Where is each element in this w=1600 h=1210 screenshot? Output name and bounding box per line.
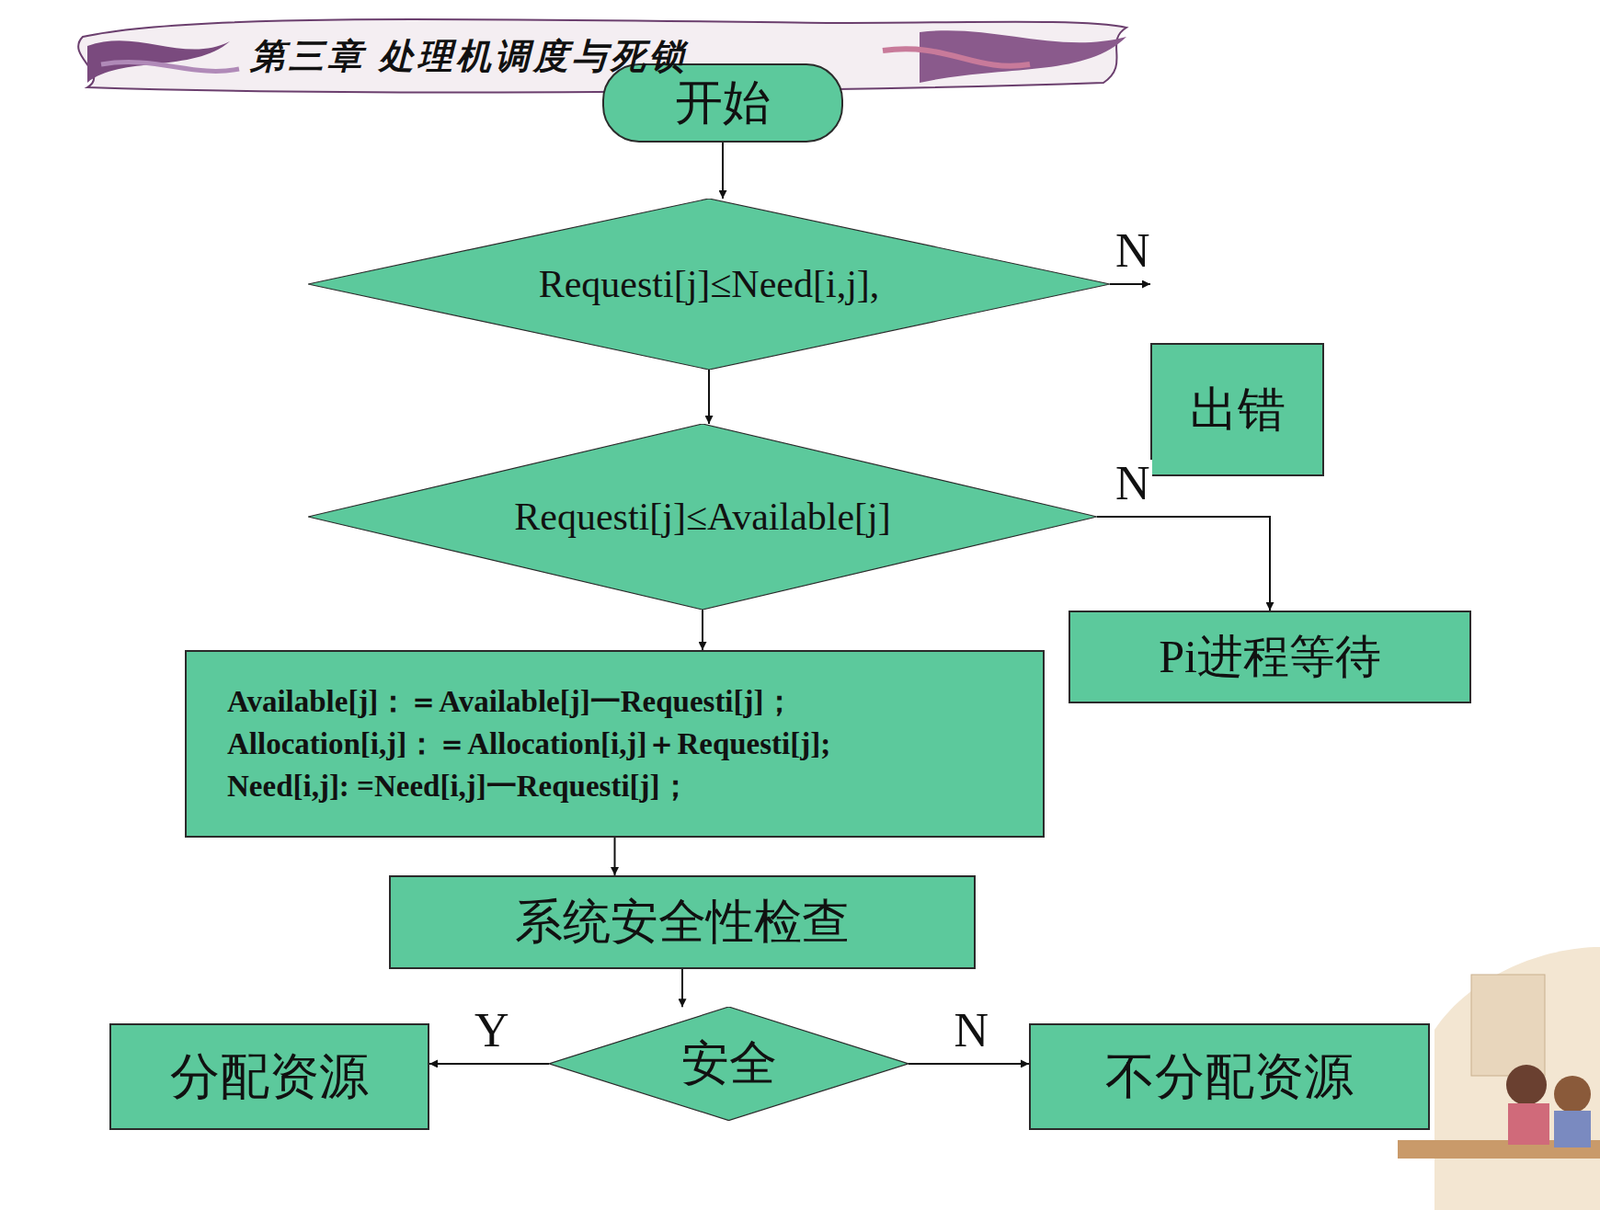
flow-arrow: [614, 837, 617, 876]
node-text: Allocation[i,j]：＝Allocation[i,j]＋Request…: [227, 722, 831, 766]
node-text: 安全: [681, 1036, 778, 1092]
result-box: 不分配资源: [1028, 1023, 1430, 1131]
process-box: Available[j]：＝Available[j]一Requesti[j]；A…: [184, 650, 1045, 838]
node-text: 系统安全性检查: [514, 894, 850, 950]
process-box: 系统安全性检查: [388, 875, 976, 970]
flow-arrow: [1109, 283, 1151, 286]
branch-label: N: [1113, 227, 1153, 275]
flow-arrow: [721, 142, 724, 199]
node-text: Requesti[j]≤Available[j]: [514, 494, 891, 539]
flow-arrow: [908, 1062, 1029, 1065]
branch-label: N: [952, 1006, 992, 1055]
chapter-title: 第三章 处理机调度与死锁: [250, 33, 688, 80]
branch-label: N: [1113, 459, 1153, 508]
node-text: Need[i,j]: =Need[i,j]一Requesti[j]；: [227, 765, 691, 808]
branch-label: Y: [472, 1006, 512, 1055]
node-text: Requesti[j]≤Need[i,j],: [538, 262, 880, 307]
flow-arrow: [681, 969, 684, 1007]
node-text: 分配资源: [170, 1048, 369, 1106]
decision-diamond: Requesti[j]≤Need[i,j],: [308, 198, 1110, 370]
flow-arrow: [429, 1062, 549, 1065]
title-banner: [78, 19, 1127, 93]
node-text: Available[j]：＝Available[j]一Requesti[j]；: [227, 680, 795, 723]
node-text: 出错: [1189, 382, 1286, 438]
node-text: 不分配资源: [1105, 1048, 1354, 1106]
flow-arrow: [708, 369, 710, 424]
decision-diamond: 安全: [548, 1006, 909, 1121]
node-text: Pi进程等待: [1158, 630, 1382, 685]
result-box: 分配资源: [109, 1023, 430, 1131]
decision-diamond: Requesti[j]≤Available[j]: [308, 423, 1098, 610]
node-text: 开始: [674, 75, 771, 131]
flow-arrow: [701, 609, 704, 651]
flow-arrow: [1097, 516, 1270, 611]
wait-box: Pi进程等待: [1068, 610, 1472, 704]
error-box: 出错: [1150, 342, 1325, 477]
